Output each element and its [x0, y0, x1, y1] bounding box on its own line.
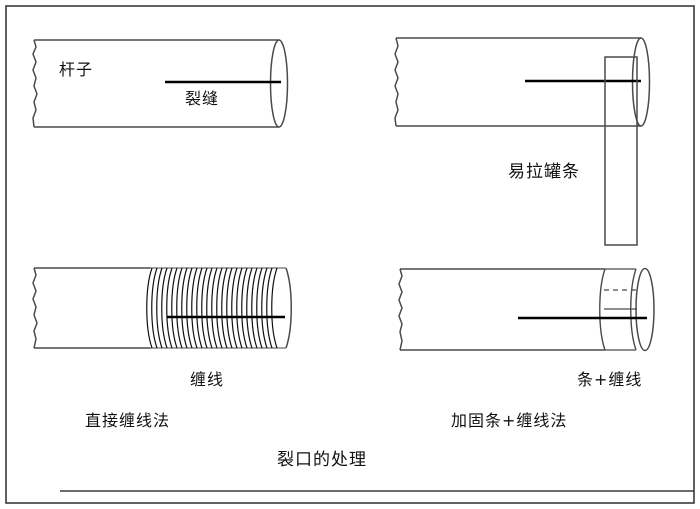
label-strip-plus-winding: 条+缠线 [577, 370, 643, 389]
sheet-border [5, 5, 695, 504]
label-reinforced-winding-method: 加固条+缠线法 [451, 411, 568, 430]
label-can-strip: 易拉罐条 [508, 162, 580, 182]
label-pole: 杆子 [59, 60, 94, 79]
panel-cracked-pole [32, 39, 289, 128]
pole4-collar-left-arc [599, 268, 606, 351]
pole1-end-cap [269, 39, 289, 128]
label-direct-winding-method: 直接缠线法 [85, 411, 171, 430]
panel-direct-winding [32, 267, 292, 349]
panel-strip-winding [398, 267, 655, 352]
drawing-title: 裂口的处理 [277, 450, 367, 470]
winding-coils [146, 267, 278, 349]
pole3-torn-left-edge [32, 267, 38, 349]
pole4-end-cap [635, 267, 655, 352]
pole3-end-cap [285, 267, 292, 349]
label-crack: 裂缝 [185, 89, 220, 108]
can-strip-rect [604, 56, 638, 246]
label-winding: 缠线 [190, 370, 225, 389]
pole4-torn-left-edge [398, 268, 403, 351]
pole2-torn-left-edge [394, 37, 399, 127]
pole1-torn-left-edge [32, 39, 38, 128]
panel-can-strip [394, 37, 651, 246]
